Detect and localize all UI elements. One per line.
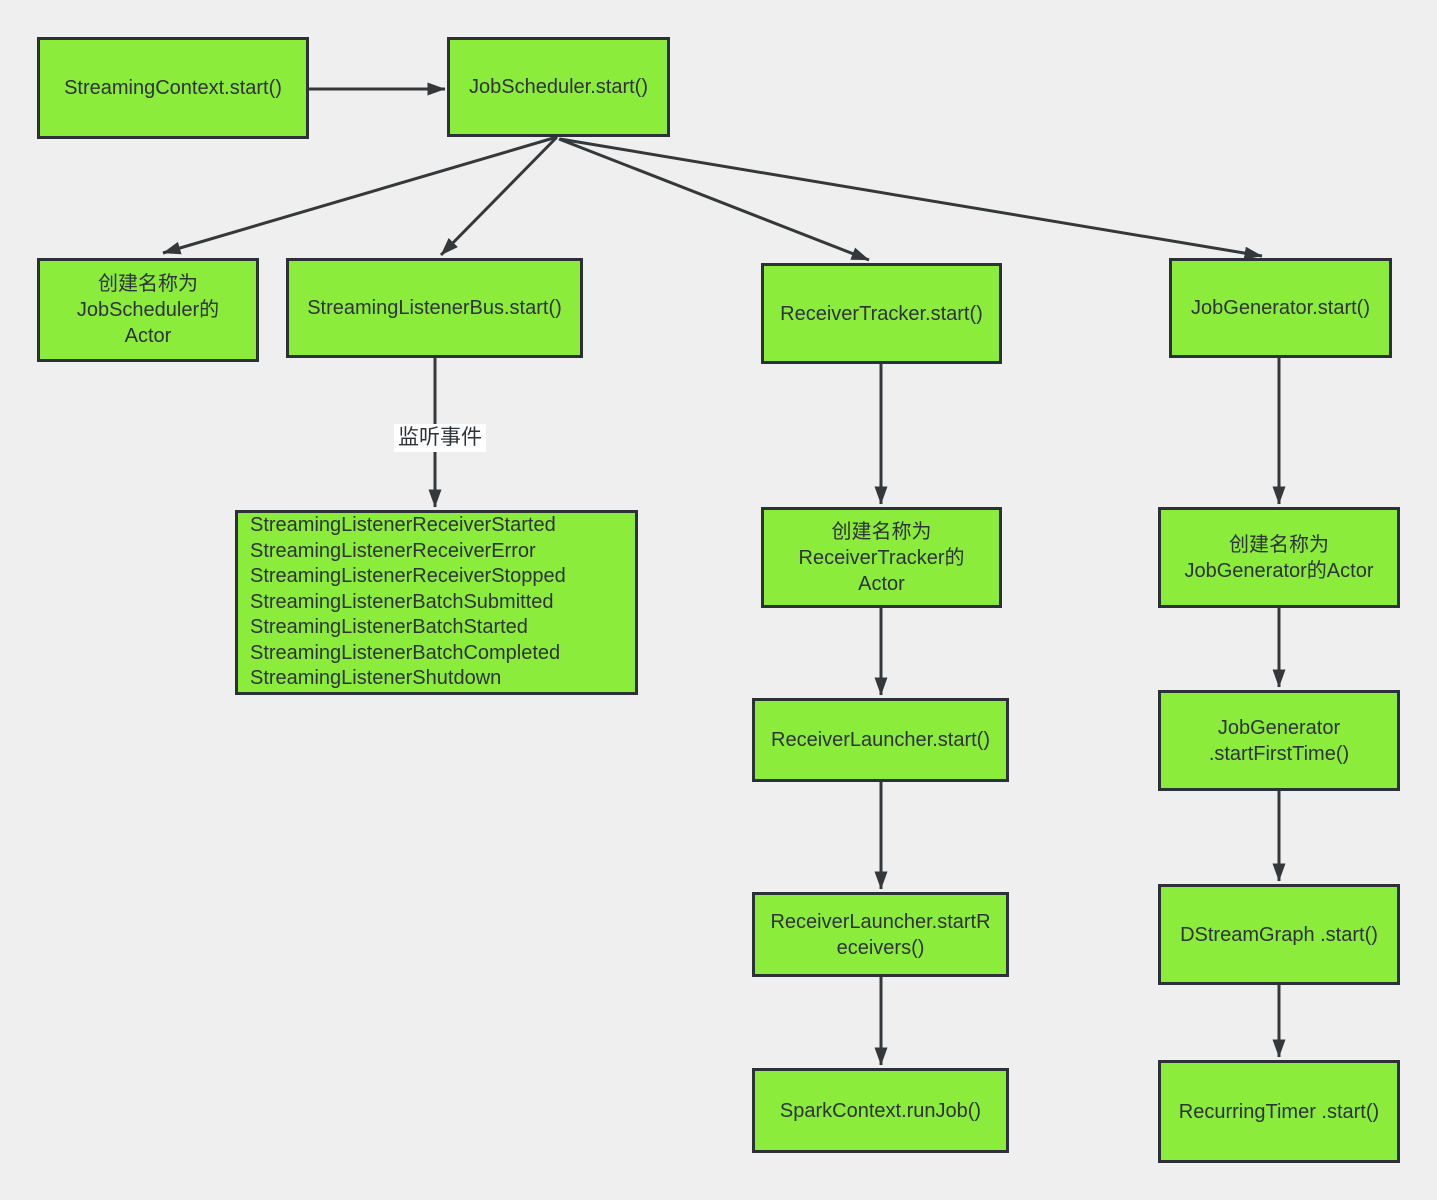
edge-jobscheduler-to-receivertracker [558,137,870,262]
edge-jobscheduler-to-create-actor [162,135,558,255]
node-recurring-timer-start: RecurringTimer .start() [1158,1060,1400,1163]
node-job-generator-start: JobGenerator.start() [1169,258,1392,358]
node-receiver-launcher-start-receivers: ReceiverLauncher.startR eceivers() [752,892,1009,977]
node-create-jobgenerator-actor: 创建名称为 JobGenerator的Actor [1158,507,1400,608]
node-streaming-listener-bus-start: StreamingListenerBus.start() [286,258,583,358]
edge-jobscheduler-to-listenerbus [439,135,559,257]
node-streaming-context-start: StreamingContext.start() [37,37,309,139]
node-receiver-tracker-start: ReceiverTracker.start() [761,263,1002,364]
edge-label-listen-events: 监听事件 [394,424,486,452]
edge-jobscheduler-to-jobgenerator [559,137,1263,260]
node-create-receivertracker-actor: 创建名称为 ReceiverTracker的 Actor [761,507,1002,608]
node-listener-events: StreamingListenerReceiverStarted Streami… [235,510,638,695]
node-dstream-graph-start: DStreamGraph .start() [1158,884,1400,985]
node-job-generator-start-first-time: JobGenerator .startFirstTime() [1158,690,1400,791]
node-spark-context-runjob: SparkContext.runJob() [752,1068,1009,1153]
node-job-scheduler-start: JobScheduler.start() [447,37,670,137]
node-create-jobscheduler-actor: 创建名称为 JobScheduler的 Actor [37,258,259,362]
node-receiver-launcher-start: ReceiverLauncher.start() [752,698,1009,782]
